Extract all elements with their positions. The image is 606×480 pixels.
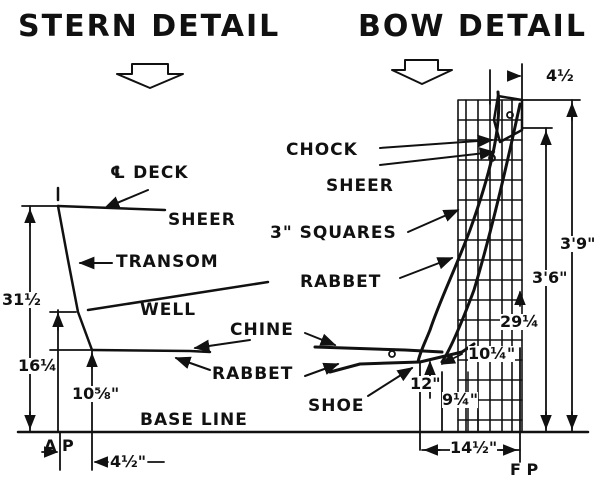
- shoe-leader: [367, 367, 414, 397]
- dim-9-label: 9¼": [442, 390, 479, 409]
- stern-sheer-label: SHEER: [168, 210, 236, 230]
- bow-arrow-icon: [391, 59, 453, 85]
- well-label: WELL: [140, 300, 197, 320]
- dim-top-offset-label: 4½: [546, 66, 574, 85]
- rabbet-leader: [399, 257, 454, 279]
- chock-outline: [492, 94, 524, 144]
- dim-3-9-label: 3'9": [560, 234, 596, 253]
- well-line: [86, 280, 270, 312]
- stern-rabbet-label: RABBET: [212, 364, 294, 384]
- ap-label: A P: [44, 436, 74, 455]
- squares-leader: [407, 209, 460, 233]
- dim-29-label: 29¼: [500, 312, 539, 331]
- chine-line-stern: [90, 348, 212, 354]
- stem-rabbet: [416, 90, 501, 364]
- chock-label: CHOCK: [286, 140, 358, 160]
- cl-deck-leader: [103, 189, 149, 209]
- dim-16-label: 16¼: [18, 356, 57, 375]
- shoe-bolt: [388, 350, 396, 358]
- dim-10-bow-arrow: [440, 353, 463, 365]
- bow-rabbet-leader: [304, 362, 340, 377]
- chine-ext-leader: [193, 339, 251, 353]
- chine-label: CHINE: [230, 320, 294, 340]
- dim-10-bow-label: 10¼": [468, 344, 516, 363]
- sheer-leader: [379, 147, 496, 166]
- dim-10-stern-label: 10⅝": [72, 384, 120, 403]
- chine-leader: [304, 332, 337, 346]
- chock-bolt: [506, 111, 514, 119]
- squares-label: 3" SQUARES: [270, 223, 397, 243]
- sheer-line-stern: [56, 204, 167, 212]
- shoe-label: SHOE: [308, 396, 365, 416]
- transom-profile: [56, 204, 94, 352]
- dim-14-label: 14½": [450, 438, 498, 457]
- bow-sheer-label: SHEER: [326, 176, 394, 196]
- transom-label: TRANSOM: [116, 252, 219, 272]
- fp-label: F P: [510, 460, 539, 479]
- base-line-label: BASE LINE: [140, 410, 248, 430]
- stem-outer: [440, 102, 522, 364]
- bow-rabbet-label: RABBET: [300, 272, 382, 292]
- cl-deck-label: ℄ DECK: [110, 163, 189, 183]
- dim-3-6-label: 3'6": [532, 268, 568, 287]
- dim-12-label: 12": [410, 374, 441, 393]
- chine-line-bow: [313, 345, 444, 354]
- chock-leader: [379, 134, 494, 149]
- stern-arrow-icon: [116, 63, 184, 89]
- dim-31-label: 31½: [2, 290, 41, 309]
- stern-detail-title: STERN DETAIL: [18, 9, 281, 44]
- stern-rabbet-leader: [174, 356, 211, 371]
- dim-ap-offset-label: 4½": [110, 452, 147, 471]
- bow-detail-title: BOW DETAIL: [358, 9, 587, 44]
